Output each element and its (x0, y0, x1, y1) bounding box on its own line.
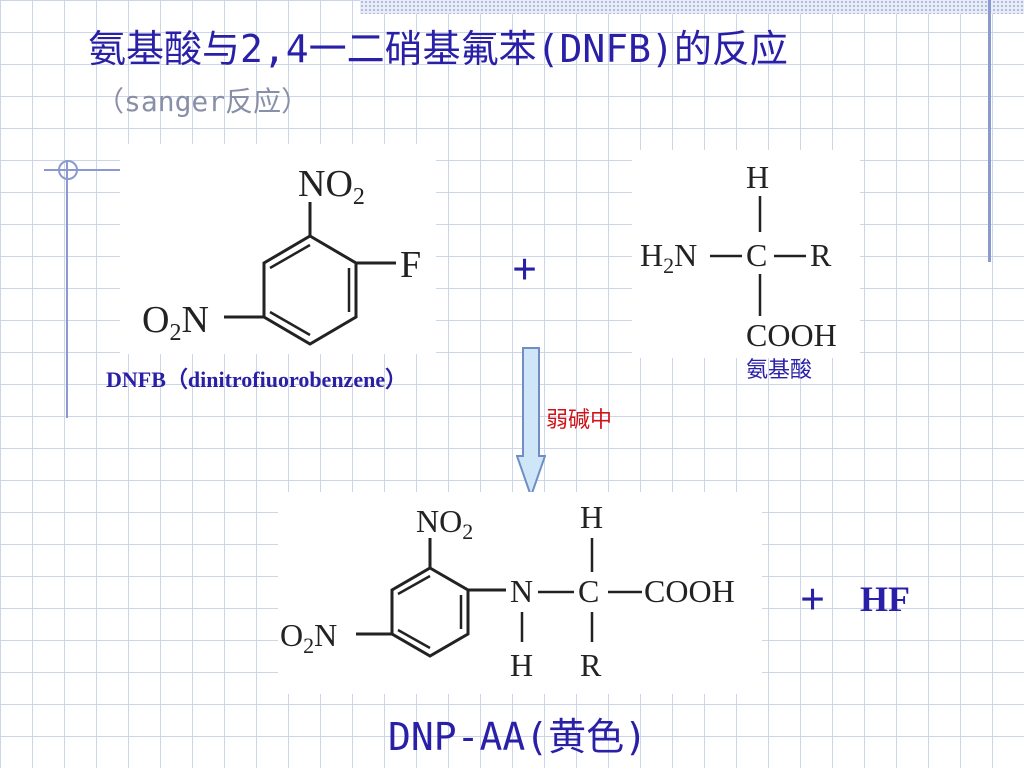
left-accent-line (66, 160, 68, 418)
right-accent-line (988, 0, 991, 262)
ring-double-bond (269, 310, 311, 337)
ring-double-bond (269, 243, 311, 270)
reaction-condition: 弱碱中 (546, 408, 613, 433)
amino-acid-label: 氨基酸 (746, 358, 813, 383)
amino-acid-structure-panel: H H2N C R COOH (632, 150, 860, 358)
bullet-ornament-icon (44, 160, 120, 180)
r-group: R (810, 237, 832, 273)
benzene-ring (390, 566, 470, 658)
dnfb-structure: NO2 F O2N (142, 163, 421, 346)
o2n-group: O2N (280, 617, 337, 658)
reaction-arrow-icon (516, 347, 546, 498)
product-label: DNP-AA(黄色) (388, 715, 648, 759)
benzene-ring (262, 234, 358, 346)
plus-sign: + (512, 245, 538, 294)
carboxyl-group: COOH (746, 317, 837, 353)
top-pattern-bar (360, 0, 1024, 14)
h-atom-n: H (510, 647, 533, 683)
h-atom-c: H (580, 499, 603, 535)
dnfb-label: DNFB（dinitrofiuorobenzene） (106, 367, 408, 392)
alpha-carbon: C (746, 237, 767, 273)
fluorine-atom: F (400, 244, 421, 286)
amino-acid-structure: H H2N C R COOH (640, 159, 837, 353)
dnp-aa-structure: NO2 O2N N H C H R COOH (280, 499, 735, 683)
nitrogen-atom: N (510, 573, 533, 609)
amino-group: H2N (640, 237, 697, 278)
carboxyl-group: COOH (644, 573, 735, 609)
page-subtitle: （sanger反应） (96, 85, 310, 118)
product-structure-panel: NO2 O2N N H C H R COOH (278, 492, 762, 694)
page-title: 氨基酸与2,4一二硝基氟苯(DNFB)的反应 (88, 27, 788, 71)
no2-group: NO2 (298, 163, 365, 210)
plus-sign-2: + (800, 575, 826, 624)
no2-group: NO2 (416, 503, 473, 544)
o2n-group: O2N (142, 299, 209, 346)
ring-double-bond (397, 628, 431, 650)
hf-byproduct: HF (860, 579, 910, 619)
r-group: R (580, 647, 602, 683)
ring-double-bond (397, 574, 431, 596)
alpha-carbon: C (578, 573, 599, 609)
h-atom: H (746, 159, 769, 195)
dnfb-structure-panel: NO2 F O2N (120, 144, 436, 354)
